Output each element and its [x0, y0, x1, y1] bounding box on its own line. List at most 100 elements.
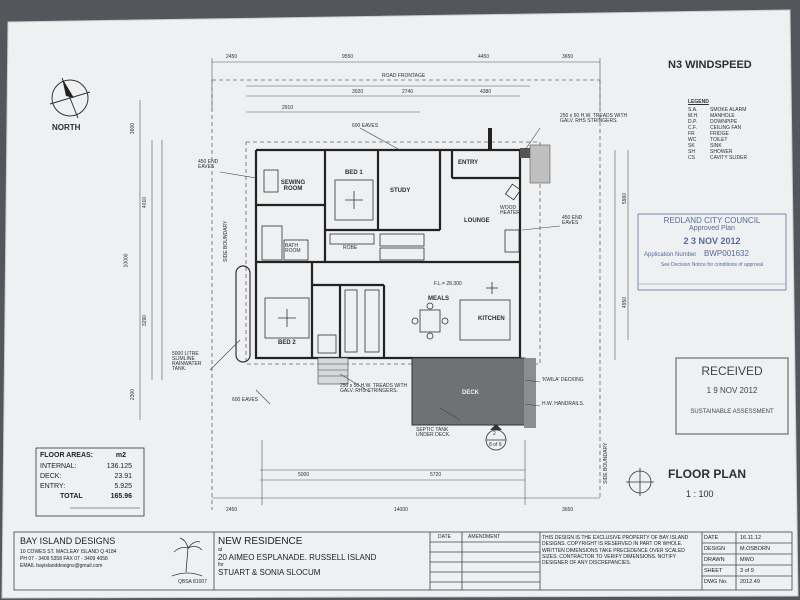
eaves-top: 600 EAVES [352, 123, 379, 129]
decking-label: 'KWILA' DECKING [542, 377, 584, 383]
project-address: 20 AIMEO ESPLANADE. RUSSELL ISLAND [218, 553, 377, 562]
dim-bottom-2: 14000 [394, 507, 408, 513]
dim-top-2: 9550 [342, 54, 354, 60]
side-boundary-left: SIDE BOUNDARY [223, 220, 229, 262]
legend-label: DOWNPIPE [710, 119, 738, 125]
room-sewing: SEWING ROOM [280, 180, 306, 192]
received-stamp: RECEIVED 1 9 NOV 2012 SUSTAINABLE ASSESS… [678, 364, 786, 415]
floor-areas-heading: FLOOR AREAS: [40, 452, 94, 459]
floor-area-label: ENTRY: [40, 483, 66, 490]
floor-area-value: 23.91 [114, 473, 132, 480]
amend-col-amendment: AMENDMENT [468, 534, 501, 540]
floor-level: F.L.= 28.300 [434, 281, 462, 287]
legend-row: D.P.DOWNPIPE [688, 119, 788, 125]
floor-plan-title: FLOOR PLAN [668, 467, 746, 481]
section-sheet: 8 of 9 [489, 442, 502, 448]
tank-label: 5000 LITRE SLIMLINE RAINWATER TANK. [172, 351, 202, 372]
side-boundary-right: SIDE BOUNDARY [603, 442, 609, 484]
legend-code: SH [688, 149, 695, 155]
eaves-right: 450 END EAVES [562, 215, 583, 226]
legend-code: S.A. [688, 107, 698, 113]
floor-areas-unit: m2 [115, 452, 126, 459]
legend-label: CEILING FAN [710, 125, 742, 131]
received-dept: SUSTAINABLE ASSESSMENT [690, 409, 774, 415]
room-bed1: BED 1 [345, 170, 363, 176]
council-name: REDLAND CITY COUNCIL [663, 216, 761, 225]
dim-top-4: 3650 [562, 54, 574, 60]
legend-row: M.H. MANHOLE [688, 113, 788, 119]
drawing-scale: 1 : 100 [686, 489, 714, 499]
dim-bottom-3: 3650 [562, 507, 574, 513]
title-block-label: SHEET [704, 567, 723, 574]
treads-bottom: 250 x 50 H.W. TREADS WITH GALV. RHS STRI… [340, 383, 408, 394]
title-block-row: DATE 16.11.12 [702, 532, 792, 543]
floor-area-row: DECK:23.91 [40, 473, 140, 480]
floor-area-row: ENTRY: 5.925 [40, 483, 140, 490]
council-note: See Decision Notice for conditions of ap… [660, 262, 764, 268]
dim-inner-2: 3020 [352, 89, 364, 95]
dim-top-1: 2450 [226, 54, 238, 60]
septic-label: SEPTIC TANK UNDER DECK. [416, 427, 451, 438]
legend-code: C.F. [688, 125, 697, 131]
legend-label: MANHOLE [710, 113, 735, 119]
dim-left-2: 4010 [142, 196, 149, 209]
floor-area-value: 5.925 [114, 483, 132, 490]
legend-row: S.A.SMOKE ALARM [688, 107, 788, 113]
legend-code: FR [688, 131, 695, 137]
title-block-label: DATE [704, 534, 719, 541]
dim-left-4: 3290 [142, 314, 149, 327]
floor-area-label: INTERNAL: [40, 463, 77, 470]
section-ref: 2 [493, 431, 496, 437]
legend-code: CS [688, 155, 695, 161]
legend-code: SK [688, 143, 695, 149]
dim-inner-4: 4380 [480, 89, 492, 95]
wood-heater-label: WOOD HEATER [500, 205, 520, 216]
treads-top: 250 x 50 H.W. TREADS WITH GALV. RHS STRI… [560, 113, 628, 124]
dim-right-2: 4950 [622, 296, 629, 309]
room-bath: BATH ROOM [285, 243, 301, 254]
company-qbsa: QBSA 81007 [178, 579, 207, 585]
north-arrow-icon [49, 77, 91, 119]
room-study: STUDY [390, 188, 411, 194]
legend-label: SHOWER [710, 149, 733, 155]
dim-bottom-inner-1: 5000 [298, 472, 310, 478]
legend-label: CAVITY SLIDER [710, 155, 748, 161]
room-robe: ROBE [343, 245, 358, 251]
legend-row: SH SHOWER [688, 149, 788, 155]
company-phone: PH 07 - 3409 5358 FAX 07 - 3409 4058 [20, 556, 108, 562]
company-address: 10 COWES ST. MACLEAY ISLAND Q 4184 [20, 549, 117, 555]
project-client: STUART & SONIA SLOCUM [218, 568, 321, 577]
legend-label: TOILET [710, 137, 728, 143]
amend-col-date: DATE [438, 534, 451, 540]
legend-row: WC TOILET [688, 137, 788, 143]
dim-bottom-inner-2: 5720 [430, 472, 442, 478]
dim-left-5: 2300 [130, 388, 137, 401]
legend-code: WC [688, 137, 697, 143]
room-entry: ENTRY [458, 160, 479, 166]
project-for: for [218, 562, 224, 568]
room-bed2: BED 2 [278, 340, 296, 346]
road-frontage: ROAD FRONTAGE [382, 73, 426, 79]
title-block-value: 3 of 9 [740, 567, 754, 574]
handrails-label: H.W. HANDRAILS. [542, 401, 585, 407]
title-block-label: DRAWN [704, 556, 725, 563]
floor-area-value: 165.96 [110, 493, 132, 500]
title-block-value: 16.11.12 [740, 534, 762, 541]
legend-code: M.H. [688, 113, 699, 119]
council-approved: Approved Plan [689, 225, 735, 232]
received-date: 1 9 NOV 2012 [706, 386, 758, 395]
project-title: NEW RESIDENCE [218, 536, 303, 547]
legend-row: CS CAVITY SLIDER [688, 155, 788, 161]
council-approval-stamp: REDLAND CITY COUNCIL Approved Plan 2 3 N… [640, 216, 784, 268]
title-block-value: M.OSBORN [740, 545, 770, 552]
dim-bottom-1: 2450 [226, 507, 238, 513]
council-date: 2 3 NOV 2012 [683, 236, 741, 246]
